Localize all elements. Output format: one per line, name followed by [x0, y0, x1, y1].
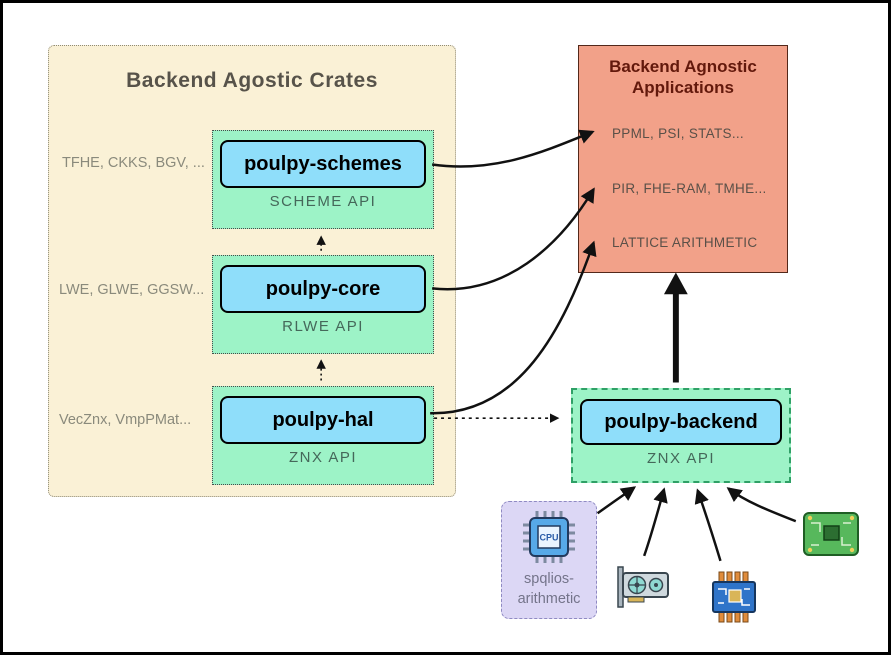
apps-panel: Backend Agnostic Applications PPML, PSI,…	[578, 45, 788, 273]
poulpy-schemes-box: poulpy-schemes	[220, 140, 426, 188]
rlwe-api-label: RLWE API	[282, 318, 364, 335]
poulpy-backend-box: poulpy-backend	[580, 399, 782, 445]
spqlios-label: spqlios- arithmetic	[502, 570, 596, 609]
module-poulpy-backend: poulpy-backend ZNX API	[571, 388, 791, 483]
poulpy-hal-box: poulpy-hal	[220, 396, 426, 444]
apps-panel-title: Backend Agnostic Applications	[579, 46, 787, 99]
crates-panel-title: Backend Agostic Crates	[126, 69, 378, 92]
cpu-icon: CPU	[523, 511, 575, 563]
pcb-icon	[803, 512, 859, 556]
scheme-api-label: SCHEME API	[269, 193, 377, 210]
app-item-pir: PIR, FHE-RAM, TMHE...	[612, 181, 767, 196]
arrow-chip-to-backend	[694, 488, 722, 562]
spqlios-label-line1: spqlios-	[524, 571, 574, 587]
backend-znx-api-label: ZNX API	[646, 450, 716, 467]
app-item-lattice: LATTICE ARITHMETIC	[612, 235, 758, 250]
gpu-icon	[617, 566, 669, 608]
arrow-backend-to-apps-head	[663, 272, 688, 295]
arrow-pcb-to-backend	[726, 487, 797, 523]
arrow-gpu-to-backend	[642, 487, 668, 557]
apps-title-line2: Applications	[631, 78, 734, 98]
znx-api-label: ZNX API	[288, 449, 358, 466]
spqlios-label-line2: arithmetic	[517, 590, 581, 607]
module-poulpy-schemes: poulpy-schemes SCHEME API	[212, 130, 434, 229]
apps-title-line1: Backend Agnostic	[609, 57, 757, 76]
arrow-spqlios-to-backend	[596, 486, 637, 515]
module-poulpy-hal: poulpy-hal ZNX API	[212, 386, 434, 485]
microchip-icon	[712, 571, 756, 623]
spqlios-arithmetic-box: CPU spqlios- arithmetic	[501, 501, 597, 619]
cpu-icon-text: CPU	[539, 533, 558, 543]
arrow-schemes-to-ppml	[431, 129, 595, 168]
arrow-core-to-pir	[431, 187, 595, 291]
side-label-core: LWE, GLWE, GGSW...	[59, 282, 205, 298]
side-label-hal: VecZnx, VmpPMat...	[59, 412, 192, 428]
side-label-schemes: TFHE, CKKS, BGV, ...	[62, 155, 205, 171]
module-poulpy-core: poulpy-core RLWE API	[212, 255, 434, 354]
app-item-ppml: PPML, PSI, STATS...	[612, 126, 744, 141]
poulpy-core-box: poulpy-core	[220, 265, 426, 313]
